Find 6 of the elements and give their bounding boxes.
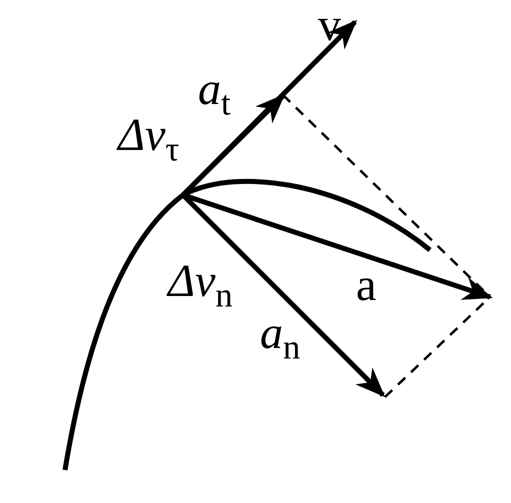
vector-label: a$_{n}$ [260, 310, 300, 365]
vector-label: Δv$_{n}$ [168, 258, 233, 313]
vector-label: a$_{t}$ [198, 66, 231, 121]
vector-label: v [318, 2, 341, 48]
vector-label: a [356, 262, 376, 308]
vector-label: Δv$_{τ}$ [118, 112, 180, 167]
